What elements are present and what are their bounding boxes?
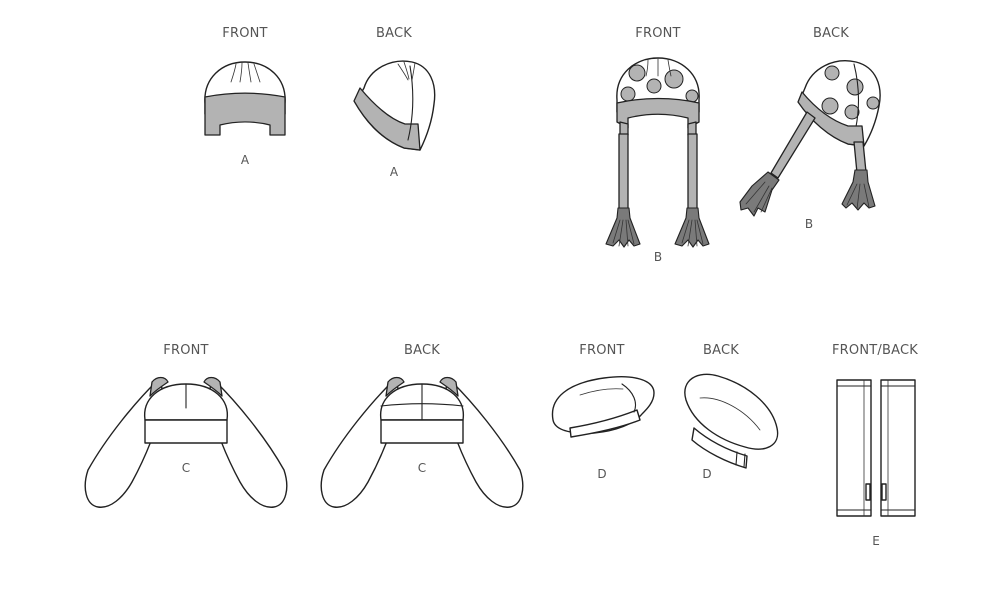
hat-c-back-drawing xyxy=(320,376,524,508)
view-d-back-header: BACK xyxy=(703,343,739,358)
view-b-back: BACK B xyxy=(739,26,881,231)
view-b-back-style-label: B xyxy=(805,217,813,231)
view-b-front-header: FRONT xyxy=(635,26,680,41)
view-c-back: BACK C xyxy=(320,343,524,508)
view-c-front-header: FRONT xyxy=(163,343,208,358)
hat-b-back-drawing xyxy=(739,60,881,217)
hat-b-front-drawing xyxy=(605,57,710,248)
hat-c-front-drawing xyxy=(84,376,288,508)
view-a-front-header: FRONT xyxy=(222,26,267,41)
view-a-front: FRONT A xyxy=(204,26,286,167)
view-a-back: BACK A xyxy=(353,26,436,179)
view-c-back-style-label: C xyxy=(418,461,426,475)
view-a-front-style-label: A xyxy=(241,153,250,167)
view-d-back-style-label: D xyxy=(702,467,711,481)
view-d-front-header: FRONT xyxy=(579,343,624,358)
view-d-front-style-label: D xyxy=(597,467,606,481)
hat-d-front-drawing xyxy=(551,376,655,438)
view-d-front: FRONT D xyxy=(551,343,655,481)
view-b-front-style-label: B xyxy=(654,250,662,264)
view-e-style-label: E xyxy=(872,534,880,548)
view-e-front-back: FRONT/BACK E xyxy=(832,343,918,548)
view-e-front-back-header: FRONT/BACK xyxy=(832,343,918,358)
view-c-front-style-label: C xyxy=(182,461,190,475)
view-b-back-header: BACK xyxy=(813,26,849,41)
hat-a-back-drawing xyxy=(353,60,436,151)
view-a-back-style-label: A xyxy=(390,165,399,179)
view-c-front: FRONT C xyxy=(84,343,288,508)
view-b-front: FRONT B xyxy=(605,26,710,264)
view-c-back-header: BACK xyxy=(404,343,440,358)
item-e-drawing xyxy=(836,379,916,517)
hat-a-front-drawing xyxy=(204,61,286,136)
view-a-back-header: BACK xyxy=(376,26,412,41)
hat-d-back-drawing xyxy=(684,373,779,469)
view-d-back: BACK D xyxy=(684,343,779,481)
